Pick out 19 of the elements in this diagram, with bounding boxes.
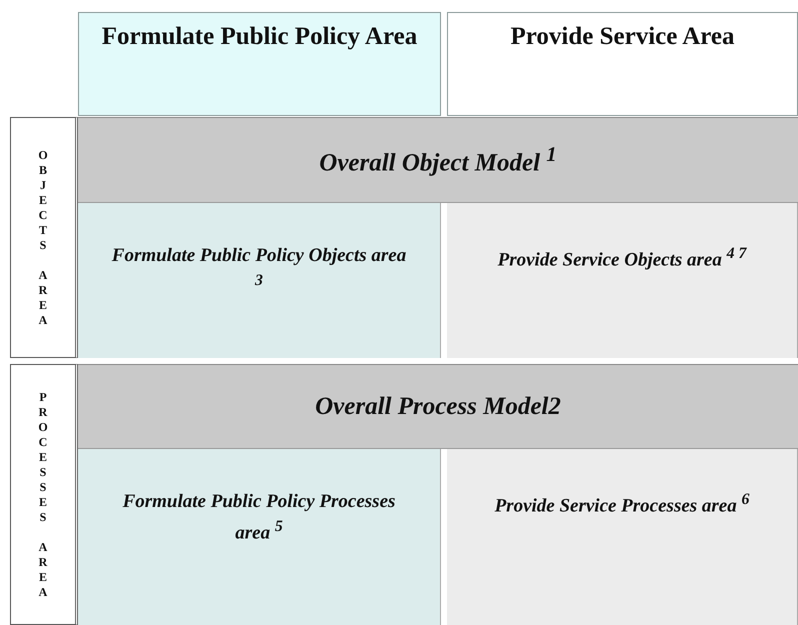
- header-text: Formulate Public Policy Area: [102, 22, 418, 52]
- column-header: [78, 12, 441, 116]
- header-text: Provide Service Area: [510, 22, 734, 52]
- area-label: Provide Service Processes area $^{6}$: [494, 490, 750, 518]
- model-band: [78, 364, 798, 449]
- area-label: Provide Service Objects area $^{4 7}$: [496, 244, 748, 272]
- area-cell: [447, 449, 798, 625]
- vertical-label: PROCESSES AREA: [37, 390, 49, 600]
- area-cell: [78, 449, 441, 625]
- row-header: [10, 364, 78, 625]
- vertical-label: OBJECTS AREA: [37, 148, 49, 328]
- area-cell: [78, 203, 441, 358]
- column-header: [447, 12, 798, 116]
- area-label: Formulate Public Policy Processes area $^{5}$: [122, 490, 396, 545]
- model-band: [78, 117, 798, 203]
- area-cell: [447, 203, 798, 358]
- area-label: Overall Object Model $^{1}$: [319, 142, 557, 178]
- area-label: Overall Process Model2: [315, 392, 561, 420]
- row-header: [10, 117, 78, 358]
